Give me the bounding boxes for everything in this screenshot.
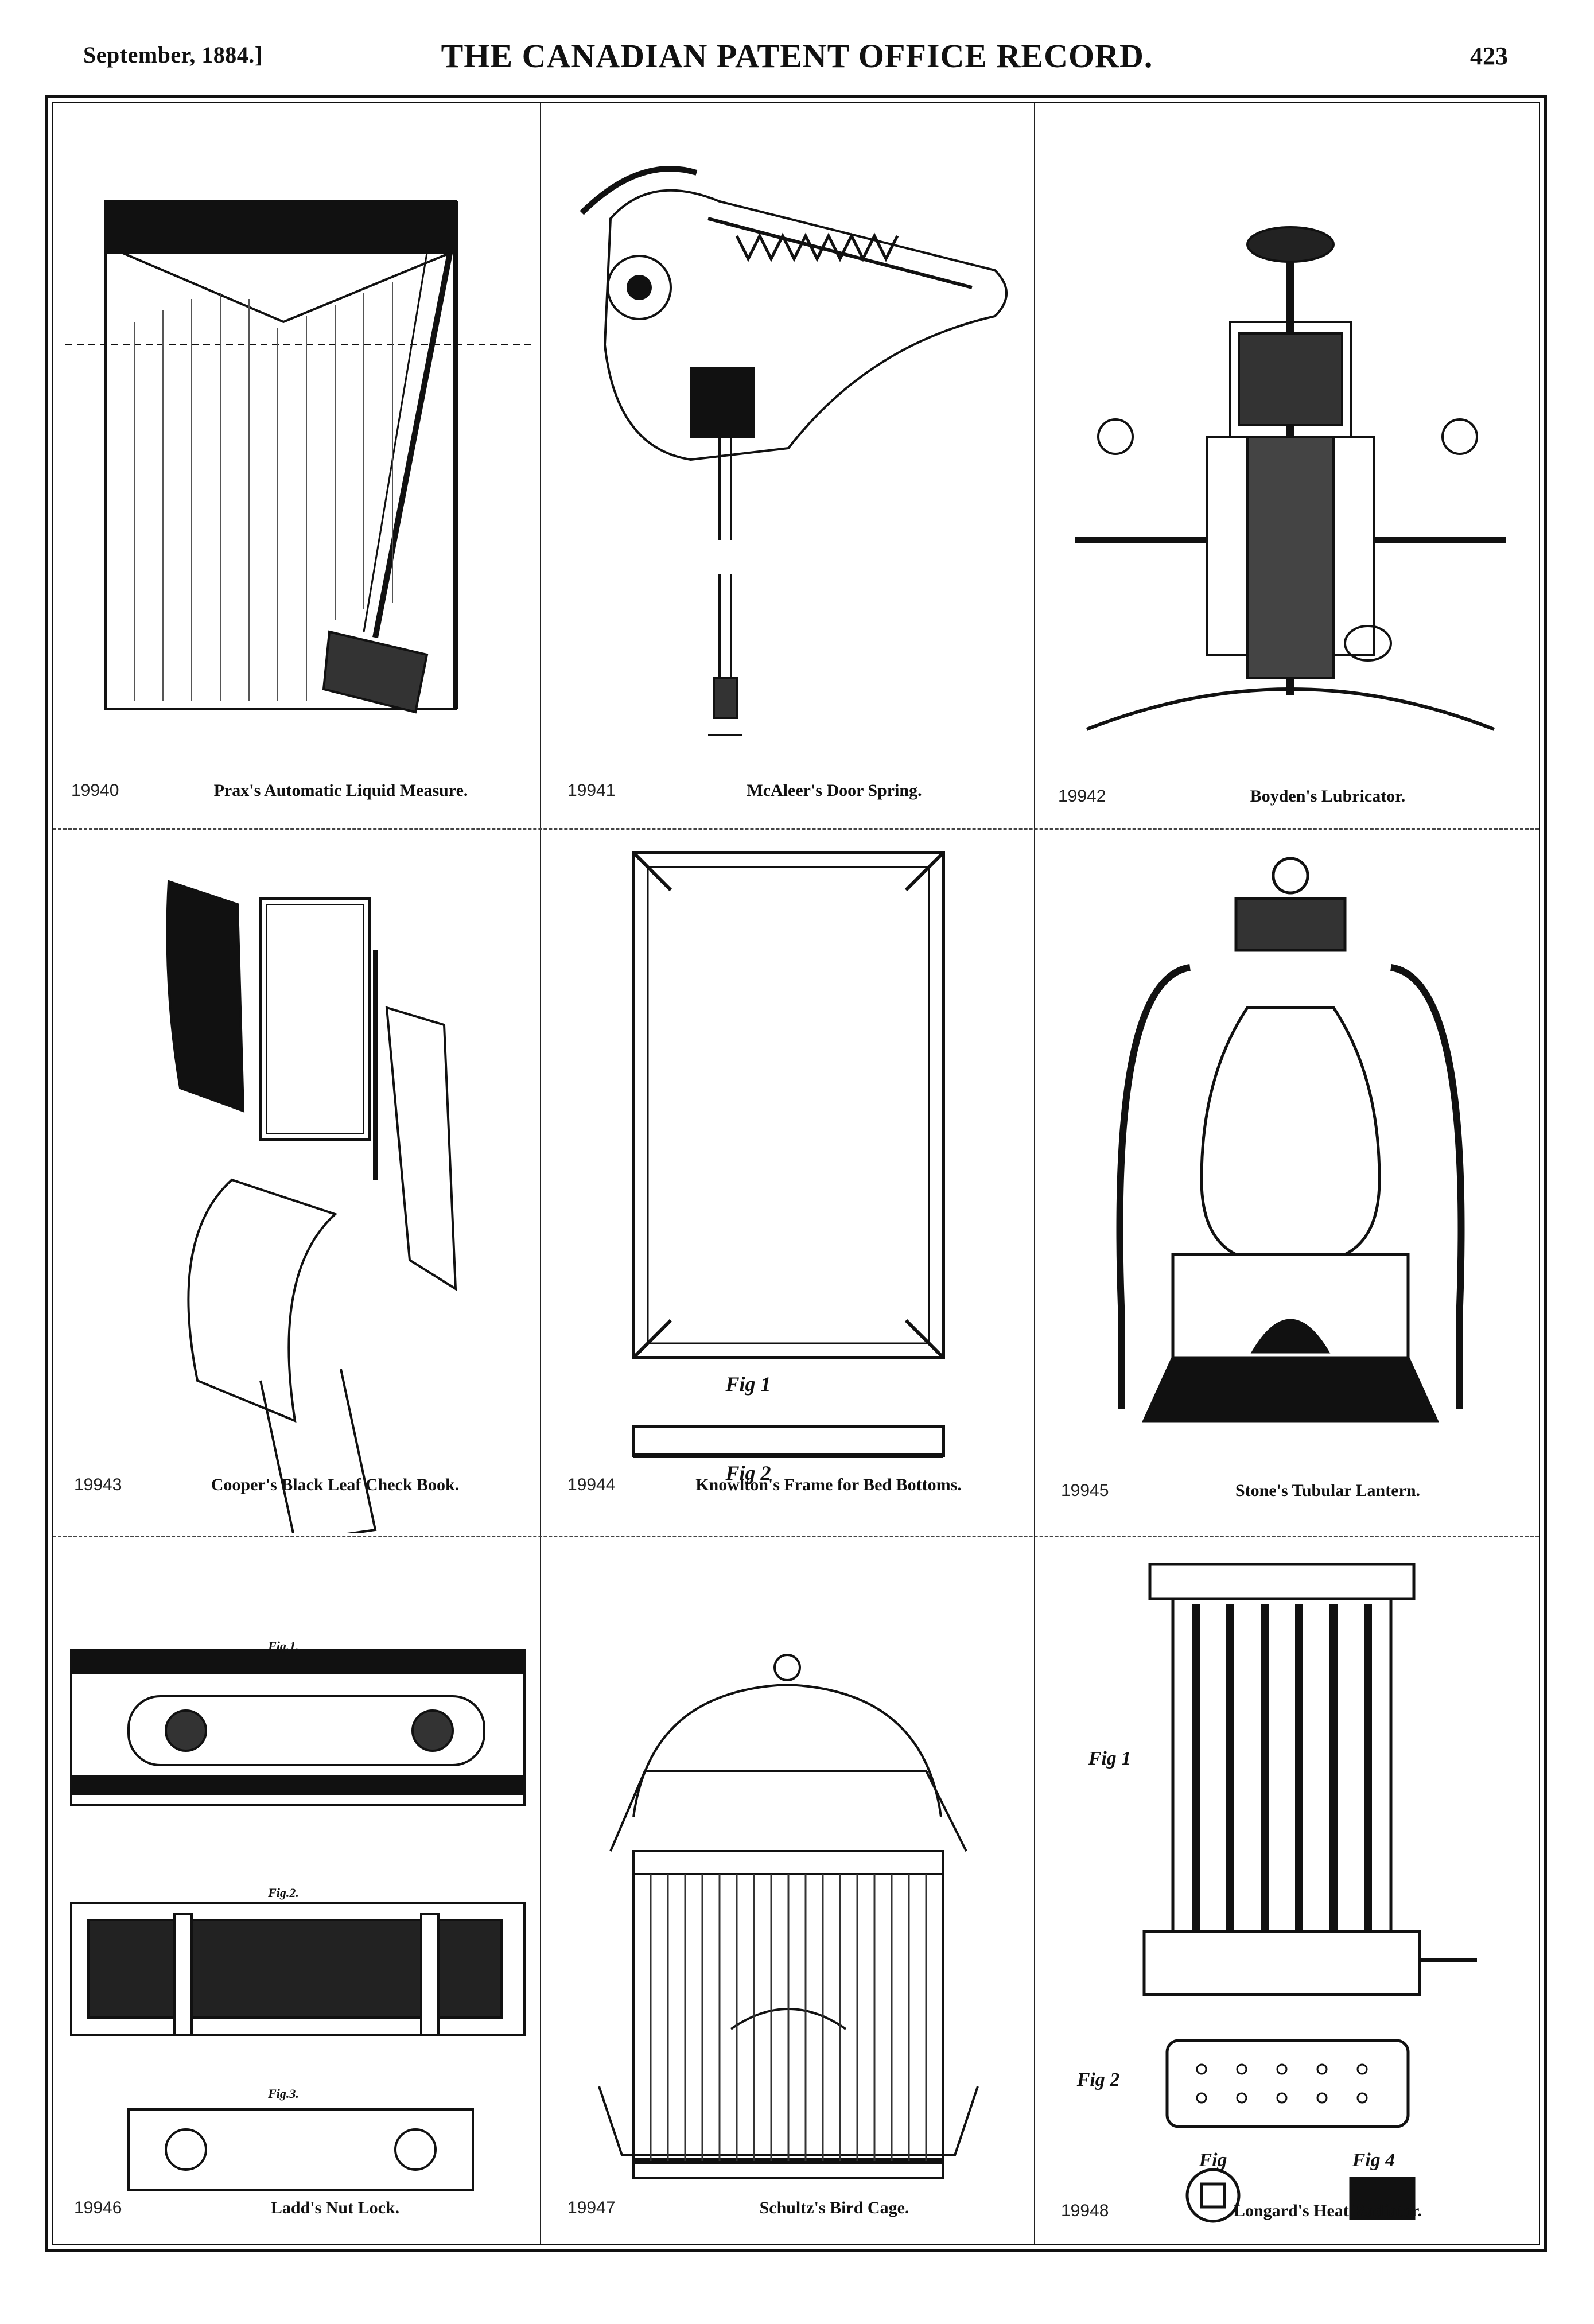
- patent-title: Schultz's Bird Cage.: [759, 2198, 909, 2217]
- figure-label: Fig.2.: [268, 1886, 299, 1900]
- patent-19947: 19947 Schultz's Bird Cage.: [547, 1541, 1032, 2244]
- figure-label: Fig 1: [1088, 1748, 1132, 1769]
- patent-19944: Fig 1 Fig 2 19944 Knowlton's Frame for B…: [547, 835, 1032, 1533]
- patent-19942: 19942 Boyden's Lubricator.: [1041, 104, 1540, 827]
- page-header: September, 1884.] THE CANADIAN PATENT OF…: [0, 0, 1594, 86]
- patent-title: Longard's Heat Radiator.: [1233, 2201, 1422, 2220]
- patent-number: 19946: [74, 2198, 122, 2217]
- patent-19941: 19941 McAleer's Door Spring.: [547, 104, 1032, 827]
- patent-number: 19940: [71, 781, 119, 800]
- patent-19946: Fig.1. Fig.2. Fig.3. 19946 Ladd's Nut Lo…: [54, 1541, 539, 2244]
- patent-19948: Fig 1 Fig 2 Fig Fig 4 19948 Longard's He…: [1041, 1541, 1540, 2244]
- patent-number: 19944: [567, 1475, 616, 1494]
- bed-frame-drawing: [632, 851, 945, 1458]
- patent-number: 19948: [1061, 2201, 1109, 2220]
- liquid-measure-drawing: [65, 200, 536, 714]
- patent-title: Knowlton's Frame for Bed Bottoms.: [695, 1475, 962, 1494]
- publication-title: THE CANADIAN PATENT OFFICE RECORD.: [441, 37, 1153, 75]
- figure-label: Fig.3.: [268, 2086, 299, 2101]
- heat-radiator-drawing: [1142, 1563, 1477, 2223]
- patent-number: 19947: [567, 2198, 616, 2217]
- figure-label: Fig 4: [1352, 2150, 1395, 2171]
- row-divider: [53, 1536, 1539, 1537]
- patent-number: 19942: [1058, 787, 1106, 806]
- figure-label: Fig 2: [725, 1462, 771, 1484]
- inner-border: [52, 102, 1540, 2245]
- figure-label: Fig.1.: [268, 1639, 299, 1653]
- patent-19940: 19940 Prax's Automatic Liquid Measure.: [54, 104, 539, 827]
- row-divider: [53, 828, 1539, 830]
- patent-title: Cooper's Black Leaf Check Book.: [211, 1475, 460, 1494]
- figure-label: Fig: [1199, 2150, 1227, 2171]
- column-divider: [1034, 103, 1035, 2244]
- lubricator-drawing: [1075, 226, 1506, 731]
- figure-label: Fig 1: [725, 1373, 771, 1396]
- patent-title: Boyden's Lubricator.: [1250, 787, 1406, 806]
- patent-title: Prax's Automatic Liquid Measure.: [213, 781, 468, 800]
- bird-cage-drawing: [598, 1654, 979, 2179]
- patent-plate-frame: 19940 Prax's Automatic Liquid Measure. 1…: [45, 95, 1547, 2252]
- patent-number: 19943: [74, 1475, 122, 1494]
- patent-title: Ladd's Nut Lock.: [270, 2198, 400, 2217]
- nut-lock-drawing: [70, 1649, 526, 2191]
- column-divider: [540, 103, 541, 2244]
- patent-number: 19941: [567, 781, 616, 800]
- patent-title: McAleer's Door Spring.: [747, 781, 922, 800]
- patent-19943: 19943 Cooper's Black Leaf Check Book.: [54, 835, 539, 1533]
- patent-number: 19945: [1061, 1481, 1109, 1500]
- page-number: 423: [1470, 42, 1508, 70]
- figure-label: Fig 2: [1076, 2069, 1120, 2090]
- door-spring-drawing: [580, 166, 1008, 736]
- patent-19945: 19945 Stone's Tubular Lantern.: [1041, 835, 1540, 1533]
- issue-date: September, 1884.]: [83, 42, 263, 68]
- check-book-drawing: [166, 880, 457, 1533]
- patent-title: Stone's Tubular Lantern.: [1235, 1481, 1421, 1500]
- lantern-drawing: [1116, 857, 1465, 1423]
